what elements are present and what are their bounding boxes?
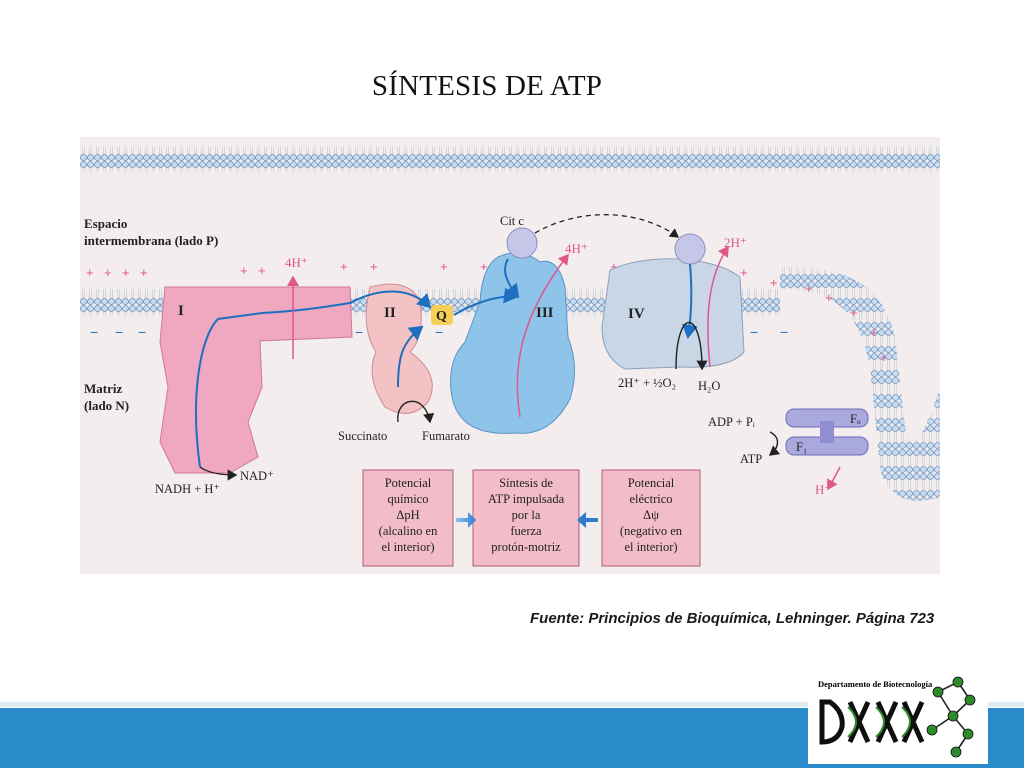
succinate-arrow xyxy=(397,400,435,424)
complex-IV-label: IV xyxy=(628,306,645,322)
succinate-label: Succinato xyxy=(338,429,387,443)
svg-text:−: − xyxy=(138,324,146,340)
box-right-line-3: Δψ xyxy=(643,508,659,522)
complex-I-label: I xyxy=(178,303,184,319)
cytc-transfer-arrow xyxy=(534,214,680,238)
adp-label: ADP + Pᵢ xyxy=(708,415,755,429)
department-logo xyxy=(808,672,988,764)
atp-arrow xyxy=(768,431,781,456)
proton-pump-III xyxy=(516,253,569,418)
quinone-q xyxy=(431,305,453,325)
svg-text:+: + xyxy=(240,263,248,278)
logo-text: Departamento de Biotecnología xyxy=(818,679,933,689)
svg-text:−: − xyxy=(750,324,758,340)
h-return-label: H⁺ xyxy=(815,482,831,497)
q-label: Q xyxy=(436,309,447,324)
atp-synthase-stalk xyxy=(820,421,834,443)
svg-text:+: + xyxy=(370,259,378,274)
matrix-label-1: Matriz xyxy=(84,381,122,396)
box-atp-synthesis: Síntesis de ATP impulsada por la fuerza … xyxy=(472,469,580,567)
svg-text:−: − xyxy=(435,324,443,340)
space-label-2: intermembrana (lado P) xyxy=(84,233,218,248)
h-pump-IV-label: 2H⁺ xyxy=(724,235,747,250)
box-right-line-2: eléctrico xyxy=(629,492,672,506)
dna-logo-icon xyxy=(808,672,988,764)
cytochrome-c-2 xyxy=(674,233,706,265)
complex-III xyxy=(450,252,576,434)
water-label: H₂O xyxy=(698,379,720,393)
slide-title: SÍNTESIS DE ATP xyxy=(371,70,603,102)
box-right-line-5: el interior) xyxy=(624,540,677,554)
box-center-line-1: Síntesis de xyxy=(499,476,553,490)
nadh-arrow xyxy=(199,466,238,481)
h-pump-I-label: 4H⁺ xyxy=(285,255,308,270)
electron-transport-figure: +++ +++ ++ +++ +++ +++ +++ −−− −− −−− −− xyxy=(80,137,940,574)
svg-text:+: + xyxy=(480,259,488,274)
cytochrome-c xyxy=(506,227,538,259)
box-left-line-3: ΔpH xyxy=(396,508,419,522)
arrow-right-to-center xyxy=(577,512,598,528)
cyt-c-label: Cit c xyxy=(500,214,524,228)
h-pump-III-label: 4H⁺ xyxy=(565,241,588,256)
box-chemical-potential: Potencial químico ΔpH (alcalino en el in… xyxy=(362,469,454,567)
box-left-line-5: el interior) xyxy=(381,540,434,554)
matrix-label-2: (lado N) xyxy=(84,398,129,413)
nad-label: NAD⁺ xyxy=(240,469,274,483)
box-center-line-2: ATP impulsada xyxy=(488,492,565,506)
svg-text:−: − xyxy=(115,324,123,340)
svg-text:+: + xyxy=(880,350,888,365)
footer-divider xyxy=(0,702,1024,707)
electron-flow-cytc-IV xyxy=(681,263,698,339)
inner-membrane-curve xyxy=(780,267,940,501)
complex-II-label: II xyxy=(384,305,396,321)
oxygen-arrow xyxy=(675,322,708,371)
space-label-1: Espacio xyxy=(84,216,127,231)
svg-text:+: + xyxy=(770,275,778,290)
atp-label: ATP xyxy=(740,452,762,466)
svg-text:+: + xyxy=(104,265,112,280)
fumarate-label: Fumarato xyxy=(422,429,470,443)
svg-text:+: + xyxy=(140,265,148,280)
complex-I xyxy=(159,286,353,474)
electron-flow-cytc-III xyxy=(504,258,520,299)
box-left-line-2: químico xyxy=(388,492,429,506)
box-center-line-5: protón-motriz xyxy=(491,540,561,554)
source-citation: Fuente: Principios de Bioquímica, Lehnin… xyxy=(530,610,935,627)
svg-text:−: − xyxy=(90,324,98,340)
svg-text:−: − xyxy=(355,324,363,340)
svg-text:+: + xyxy=(805,281,813,296)
svg-text:+: + xyxy=(440,259,448,274)
svg-text:+: + xyxy=(850,305,858,320)
svg-text:−: − xyxy=(780,324,788,340)
proton-return xyxy=(827,466,841,491)
box-left-line-4: (alcalino en xyxy=(379,524,438,538)
outer-membrane xyxy=(80,147,940,171)
svg-text:+: + xyxy=(86,265,94,280)
box-electric-potential: Potencial eléctrico Δψ (negativo en el i… xyxy=(601,469,701,567)
f1-label: F₁ xyxy=(796,440,807,454)
complex-IV xyxy=(601,258,745,370)
oxygen-label: 2H⁺ + ½O₂ xyxy=(618,376,676,390)
svg-text:+: + xyxy=(122,265,130,280)
complex-III-label: III xyxy=(536,305,554,321)
nadh-label: NADH + H⁺ xyxy=(155,482,220,496)
svg-text:+: + xyxy=(740,265,748,280)
box-right-line-4: (negativo en xyxy=(620,524,683,538)
electron-flow-II-Q xyxy=(397,325,424,388)
svg-text:+: + xyxy=(825,290,833,305)
svg-text:+: + xyxy=(340,259,348,274)
proton-pump-IV xyxy=(707,245,729,368)
electron-transport-diagram: +++ +++ ++ +++ +++ +++ +++ −−− −− −−− −− xyxy=(80,147,940,567)
box-right-line-1: Potencial xyxy=(628,476,675,490)
fo-label: Fₒ xyxy=(850,412,861,426)
svg-text:+: + xyxy=(258,263,266,278)
svg-text:+: + xyxy=(610,259,618,274)
svg-text:+: + xyxy=(870,325,878,340)
box-center-line-3: por la xyxy=(512,508,541,522)
box-left-line-1: Potencial xyxy=(385,476,432,490)
box-center-line-4: fuerza xyxy=(510,524,542,538)
arrow-left-to-center xyxy=(456,512,476,528)
